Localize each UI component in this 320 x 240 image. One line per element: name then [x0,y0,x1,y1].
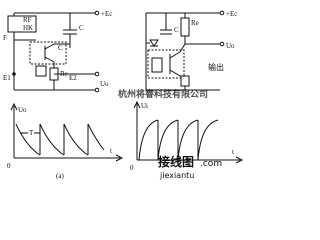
left-rf-label: RF [23,16,32,24]
left-circuit-labels: +Ec RF HK C F C E1 Re E2 Uo [3,10,112,88]
left-wave-origin: 0 [7,162,11,170]
right-re-label: Re [191,19,199,27]
watermark-bottom: 接线图 .com jiexiantu [158,154,222,180]
left-re-label: Re [60,70,68,78]
left-uo-label: Uo [100,80,109,88]
left-c-top-label: C [79,24,84,32]
left-hk-label: HK [23,24,33,32]
left-c-label: C [58,44,63,52]
watermark-top: 杭州将睿科技有限公司 [118,88,208,100]
circuit-diagram: +Ec RF HK C F C E1 Re E2 Uo [3,10,244,180]
right-supply-label: +Ec [226,10,237,18]
left-circuit [7,10,100,93]
right-waveform [133,100,244,164]
right-waveform-labels: Ui t 0 [130,102,234,172]
left-f-label: F [3,34,7,42]
left-wave-caption: (a) [56,172,64,180]
left-wave-x-label: t [110,147,112,155]
right-wave-x-label: t [232,148,234,156]
right-circuit-labels: +Ec Re C Uo 输出 [174,10,237,72]
right-wave-y-label: Ui [141,102,148,110]
right-output-label: 输出 [208,62,224,72]
left-waveform [10,102,124,162]
watermark-jiexiantu-en: jiexiantu [159,171,194,180]
left-wave-y-label: Uo [18,106,27,114]
left-supply-label: +Ec [101,10,112,18]
left-e1-label: E1 [3,74,11,82]
left-waveform-labels: Uo T t 0 (a) [7,106,112,180]
right-wave-origin: 0 [130,164,134,172]
right-c-label: C [174,26,179,34]
watermark-jiexiantu-dot: .com [200,159,222,169]
left-e2-label: E2 [69,74,77,82]
right-uo-label: Uo [226,42,235,50]
watermark-jiexiantu-cn: 接线图 [158,154,194,169]
watermark-company: 杭州将睿科技有限公司 [118,88,208,100]
left-wave-period-label: T [29,129,34,137]
right-circuit [145,10,225,91]
